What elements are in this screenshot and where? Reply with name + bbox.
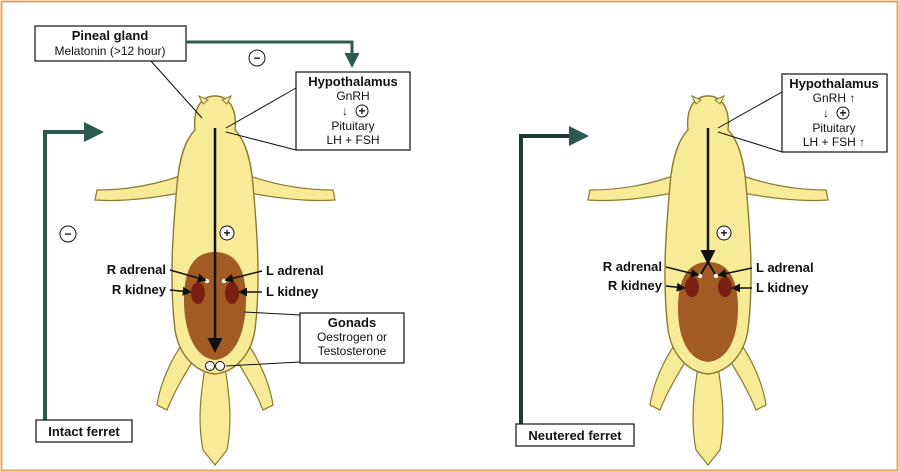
pineal-to-hypothalamus-arrow (186, 42, 352, 65)
positive-sign-body-neutered: + (720, 226, 727, 240)
r-kidney-label-neutered: R kidney (608, 278, 663, 293)
pineal-pointer-line (150, 60, 202, 118)
left-kidney-neutered (718, 277, 732, 297)
gnrh-down-arrow: ↓ (342, 104, 348, 118)
l-kidney-label-neutered: L kidney (756, 280, 809, 295)
gnrh-positive-sign: + (358, 104, 365, 118)
side-bracket-neutered (521, 136, 585, 425)
gnrh-down-arrow-neutered: ↓ (823, 106, 829, 120)
left-adrenal-gland (222, 279, 226, 283)
left-adrenal-gland-neutered (714, 274, 718, 278)
lh-fsh-text-neutered: LH + FSH ↑ (803, 135, 865, 149)
pineal-gland-text: Melatonin (>12 hour) (54, 44, 165, 58)
gonad-right (216, 362, 225, 371)
hypothalamus-pointer-line-upper-neutered (718, 92, 782, 128)
gnrh-positive-sign-neutered: + (839, 106, 846, 120)
side-feedback-bracket (45, 132, 100, 422)
right-adrenal-gland (205, 279, 209, 283)
left-panel: Pineal gland Melatonin (>12 hour) − Hypo… (35, 26, 410, 465)
right-kidney (191, 282, 205, 304)
l-adrenal-label-neutered: L adrenal (756, 260, 814, 275)
gonads-line1: Oestrogen or (317, 330, 387, 344)
hypothalamus-title-neutered: Hypothalamus (789, 76, 879, 91)
gonads-title: Gonads (328, 315, 376, 330)
r-adrenal-label-neutered: R adrenal (603, 259, 662, 274)
intact-ferret-caption: Intact ferret (48, 424, 120, 439)
gnrh-text: GnRH (336, 89, 369, 103)
negative-sign-side: − (64, 227, 71, 241)
negative-sign-top: − (253, 51, 260, 65)
gonad-left (206, 362, 215, 371)
lh-fsh-text: LH + FSH (326, 133, 379, 147)
l-adrenal-label: L adrenal (266, 263, 324, 278)
r-adrenal-label: R adrenal (107, 262, 166, 277)
right-panel: Hypothalamus GnRH ↑ ↓ + Pituitary LH + F… (516, 74, 887, 465)
adrenal-region (678, 262, 738, 362)
hypothalamus-title: Hypothalamus (308, 74, 398, 89)
hypothalamus-pointer-line-upper (226, 88, 296, 128)
right-adrenal-gland-neutered (698, 274, 702, 278)
gnrh-text-neutered: GnRH ↑ (813, 91, 856, 105)
gonads-line2: Testosterone (318, 344, 387, 358)
neutered-ferret-caption: Neutered ferret (528, 428, 622, 443)
positive-sign-body: + (223, 226, 230, 240)
left-kidney (225, 282, 239, 304)
r-kidney-label: R kidney (112, 282, 167, 297)
l-kidney-label: L kidney (266, 284, 319, 299)
pineal-gland-title: Pineal gland (72, 28, 149, 43)
right-kidney-neutered (685, 277, 699, 297)
pituitary-text: Pituitary (331, 119, 374, 133)
pituitary-text-neutered: Pituitary (812, 121, 855, 135)
